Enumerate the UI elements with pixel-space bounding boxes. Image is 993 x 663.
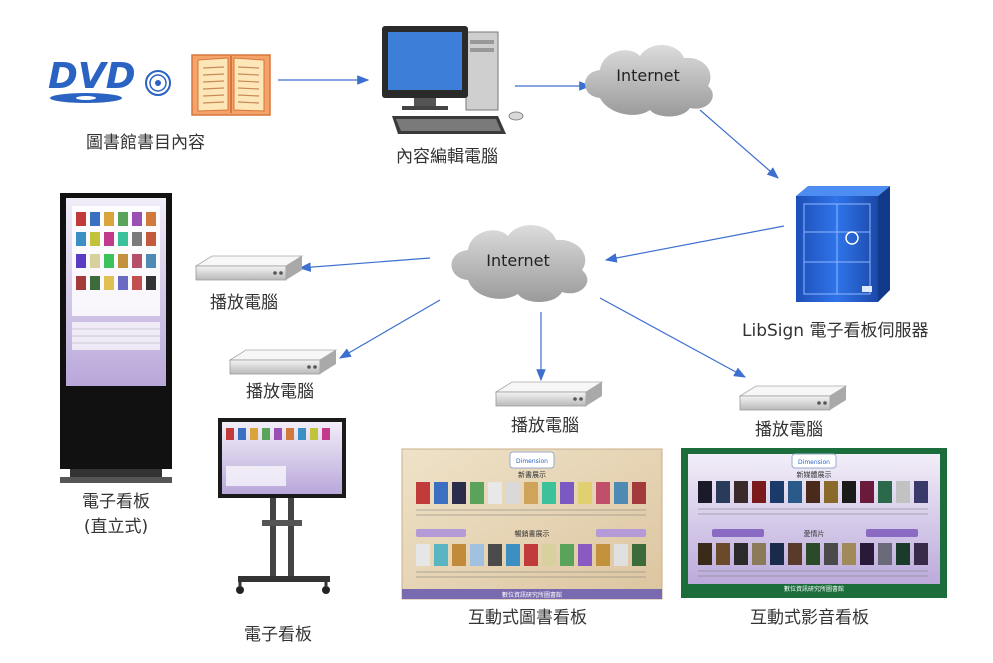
editing-pc-label: 內容編輯電腦	[396, 147, 498, 167]
book-board-footer: 數位資訊研究所圖書館	[502, 591, 562, 599]
player-box-icon-3	[494, 381, 604, 407]
arrow-internet-to-player2	[338, 299, 441, 359]
tv-stand-label: 電子看板	[244, 625, 312, 645]
player-box-icon-1	[194, 255, 304, 281]
arrow-internet-to-server	[699, 109, 779, 179]
kiosk-label-line1: 電子看板	[82, 492, 150, 512]
connection-arrows	[278, 75, 785, 382]
open-book-icon	[191, 54, 271, 116]
player-1-label: 播放電腦	[210, 293, 278, 313]
dvd-logo-text: DVD	[48, 56, 136, 97]
kiosk-label: 電子看板 (直立式)	[66, 487, 166, 537]
server-label: LibSign 電子看板伺服器	[742, 321, 929, 341]
video-board-label: 互動式影音看板	[750, 608, 869, 628]
player-box-icon-2	[228, 349, 338, 375]
video-board-logo: Dimension	[798, 459, 830, 466]
internet-label-top: Internet	[616, 66, 680, 85]
book-board-logo: Dimension	[516, 458, 548, 465]
video-board-row-2	[698, 543, 928, 565]
book-board-row-2	[416, 544, 646, 566]
kiosk-label-line2: (直立式)	[83, 517, 149, 537]
tv-stand-icon	[218, 418, 346, 594]
cloud-icon-mid: Internet	[451, 225, 588, 302]
arrow-internet-to-player4	[599, 297, 747, 378]
dvd-icon: DVD	[48, 56, 136, 103]
arrow-server-to-internet	[604, 225, 785, 263]
player-4-label: 播放電腦	[755, 420, 823, 440]
video-board-footer: 數位資訊研究所圖書館	[784, 585, 844, 593]
desktop-computer-icon	[382, 26, 524, 134]
disc-icon	[145, 70, 171, 96]
interactive-video-board: Dimension 新媒體展示 愛情片 數	[681, 448, 947, 598]
video-board-romance: 愛情片	[804, 529, 825, 538]
arrow-internet-to-player1	[298, 257, 431, 272]
book-board-row-1	[416, 482, 646, 504]
internet-label-mid: Internet	[486, 251, 550, 270]
catalog-label: 圖書館書目內容	[86, 133, 205, 153]
player-3-label: 播放電腦	[511, 416, 579, 436]
player-box-icon-4	[738, 385, 848, 411]
interactive-book-board: Dimension 新書展示 暢銷書展示	[401, 448, 663, 600]
player-2-label: 播放電腦	[246, 382, 314, 402]
cloud-icon-top: Internet	[585, 44, 713, 117]
tv-book-thumbnails	[226, 428, 330, 440]
tower-server-icon	[796, 186, 890, 302]
book-board-new-books: 新書展示	[518, 470, 546, 479]
vertical-kiosk-icon	[60, 193, 172, 483]
video-board-new-media: 新媒體展示	[797, 470, 832, 479]
video-board-row-1	[698, 481, 928, 503]
book-board-label: 互動式圖書看板	[468, 608, 587, 628]
book-board-popular: 暢銷書展示	[515, 529, 550, 538]
kiosk-book-thumbnails	[76, 212, 156, 290]
